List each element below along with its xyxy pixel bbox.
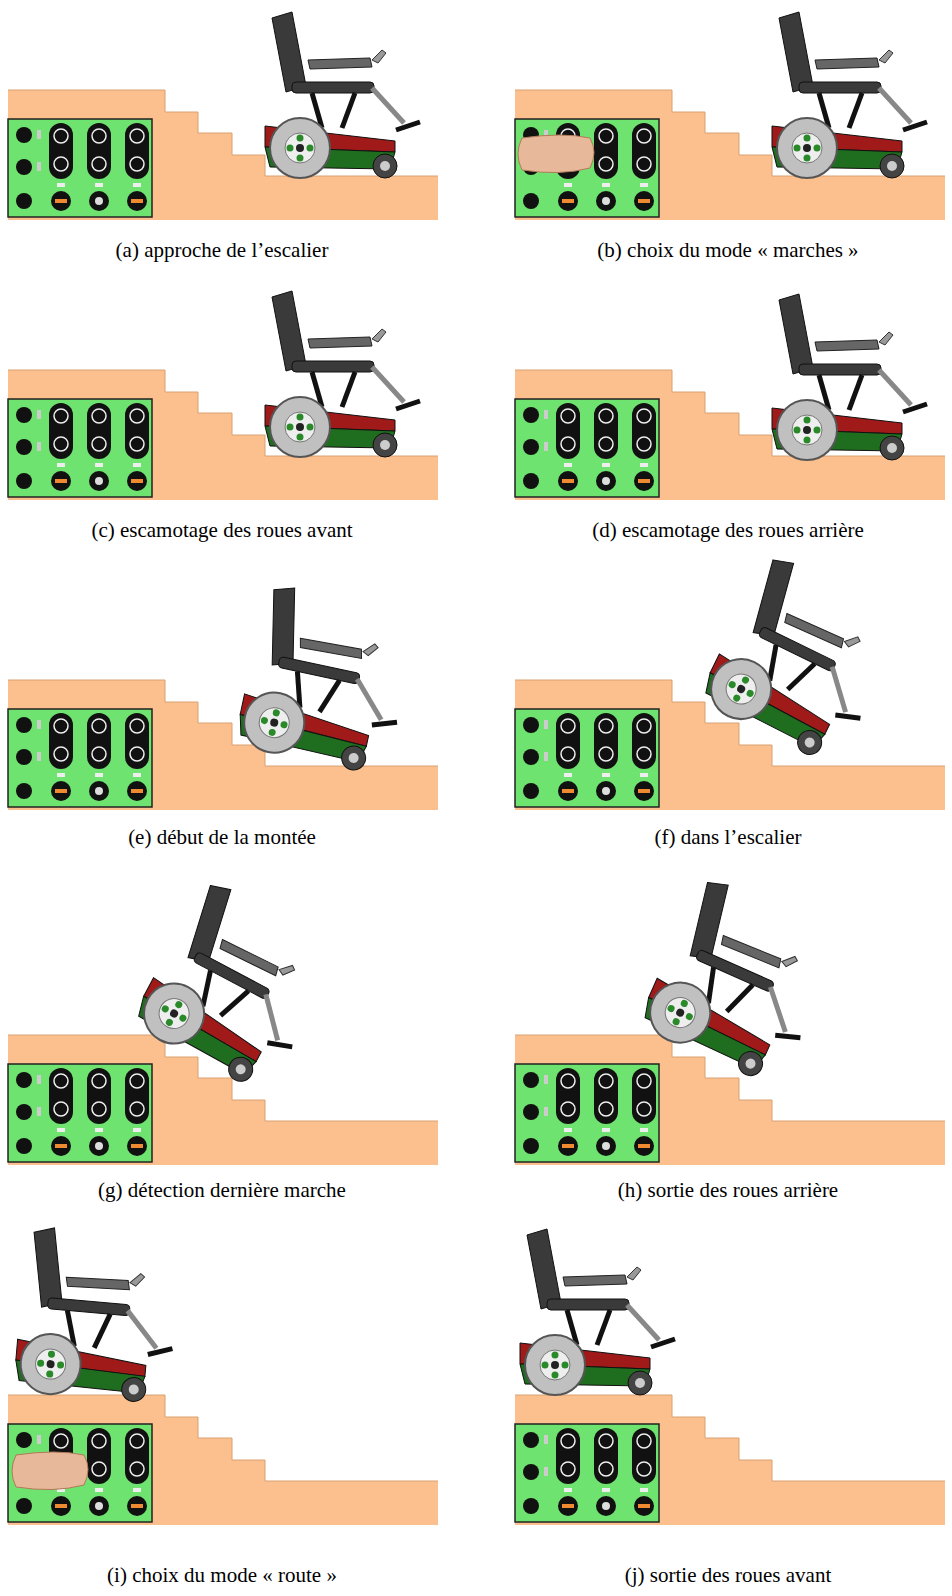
subfigure-caption: (a) approche de l’escalier (116, 238, 329, 263)
subfigure-caption: (e) début de la montée (128, 825, 316, 850)
subfigure-caption: (h) sortie des roues arrière (618, 1178, 838, 1203)
subfigure-caption: (b) choix du mode « marches » (597, 238, 858, 263)
subfigure-caption: (f) dans l’escalier (655, 825, 802, 850)
subfigure-caption: (j) sortie des roues avant (625, 1563, 831, 1588)
subfigure-caption: (c) escamotage des roues avant (91, 518, 352, 543)
subfigure-caption: (d) escamotage des roues arrière (592, 518, 864, 543)
subfigure-caption: (g) détection dernière marche (98, 1178, 346, 1203)
subfigure-caption: (i) choix du mode « route » (107, 1563, 337, 1588)
